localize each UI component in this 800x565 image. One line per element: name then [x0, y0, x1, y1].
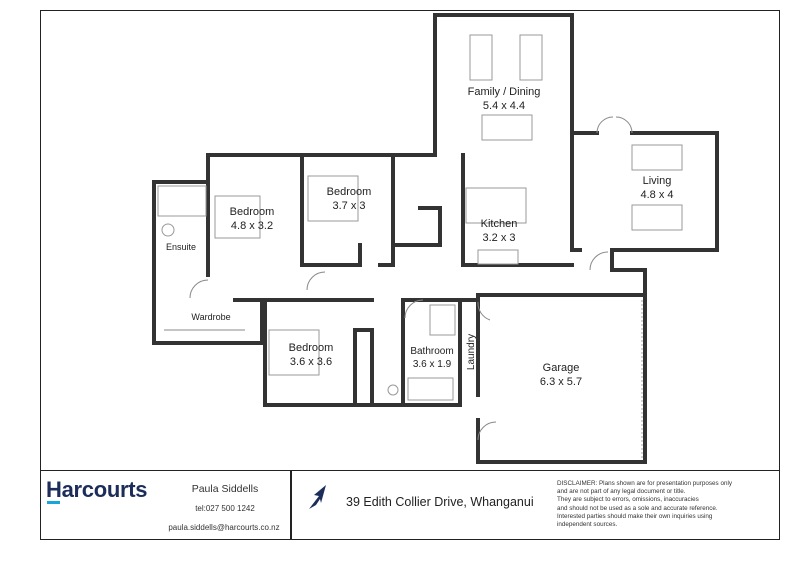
disclaimer-line: and are not part of any legal document o… — [557, 488, 686, 496]
room-bedroom-3-name: Bedroom — [289, 342, 334, 354]
disclaimer-line: independent sources. — [557, 521, 618, 529]
room-wardrobe-name: Wardrobe — [191, 312, 230, 322]
room-bathroom-name: Bathroom — [410, 346, 453, 357]
agent-phone: tel:027 500 1242 — [195, 504, 255, 513]
room-bedroom-3-size: 3.6 x 3.6 — [290, 356, 332, 368]
agent-email[interactable]: paula.siddells@harcourts.co.nz — [168, 523, 280, 532]
room-laundry-name: Laundry — [466, 334, 477, 370]
fixtures — [157, 34, 683, 458]
room-garage-name: Garage — [543, 362, 580, 374]
room-living-size: 4.8 x 4 — [640, 189, 673, 201]
room-bedroom-2-name: Bedroom — [327, 186, 372, 198]
room-master-bedroom-size: 4.8 x 3.2 — [231, 220, 273, 232]
footer: Harcourts Paula Siddells tel:027 500 124… — [40, 470, 780, 540]
brand-accent-bar — [47, 501, 60, 504]
room-kitchen-name: Kitchen — [481, 218, 518, 230]
room-master-bedroom-name: Bedroom — [230, 206, 275, 218]
room-bedroom-2-size: 3.7 x 3 — [332, 200, 365, 212]
room-ensuite-name: Ensuite — [166, 242, 196, 252]
disclaimer-line: Interested parties should make their own… — [557, 512, 713, 520]
disclaimer: DISCLAIMER: Plans shown are for presenta… — [557, 480, 767, 529]
brand-logo: Harcourts — [46, 477, 148, 502]
north-arrow-icon — [309, 485, 326, 509]
agent-name: Paula Siddells — [191, 483, 259, 495]
room-family-dining-size: 5.4 x 4.4 — [483, 100, 525, 112]
walls — [152, 13, 719, 464]
floor-plan: Family / Dining 5.4 x 4.4 Living 4.8 x 4… — [152, 13, 719, 464]
room-family-dining-name: Family / Dining — [468, 86, 541, 98]
plan-frame — [40, 10, 780, 540]
room-living-name: Living — [643, 175, 672, 187]
room-kitchen-size: 3.2 x 3 — [482, 232, 515, 244]
disclaimer-line: They are subject to errors, omissions, i… — [557, 496, 699, 504]
room-garage-size: 6.3 x 5.7 — [540, 376, 582, 388]
room-bathroom-size: 3.6 x 1.9 — [413, 359, 452, 370]
disclaimer-line: and should not be used as a sole and acc… — [557, 504, 718, 512]
room-labels: Family / Dining 5.4 x 4.4 Living 4.8 x 4… — [166, 86, 674, 388]
disclaimer-line: DISCLAIMER: Plans shown are for presenta… — [557, 480, 732, 487]
footer-divider — [290, 471, 292, 539]
property-address: 39 Edith Collier Drive, Whanganui — [346, 495, 534, 509]
